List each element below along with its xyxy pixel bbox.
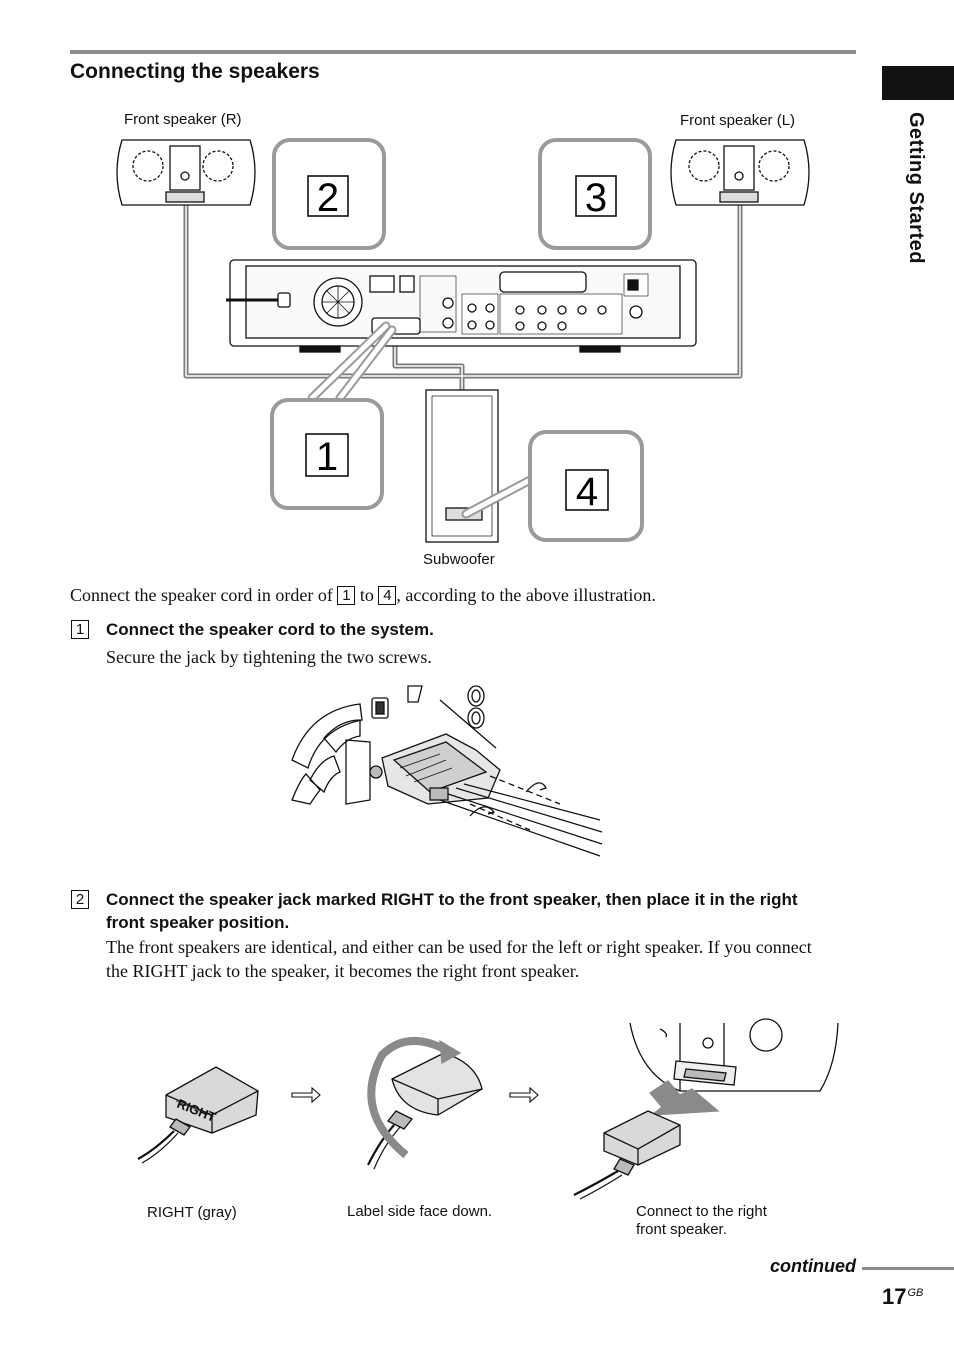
speaker-wiring-diagram: 2 3 1 4 — [116, 138, 810, 543]
main-unit-rear-panel — [226, 259, 697, 353]
jack-orientation-illustration: RIGHT — [137, 1018, 839, 1200]
step-1-number: 1 — [71, 620, 89, 640]
step-2-title-line1: Connect the speaker jack marked RIGHT to… — [106, 890, 798, 909]
front-speaker-right — [116, 139, 256, 206]
callout-3-number: 3 — [585, 176, 607, 220]
step-1-title: Connect the speaker cord to the system. — [106, 620, 434, 639]
step-2-body-line2: the RIGHT jack to the speaker, it become… — [106, 961, 580, 981]
subwoofer-label: Subwoofer — [423, 551, 495, 568]
callout-4-number: 4 — [576, 470, 598, 514]
intro-after: , according to the above illustration. — [396, 585, 656, 605]
caption-connect-line2: front speaker. — [636, 1221, 727, 1238]
jack-flipped — [367, 1036, 483, 1170]
caption-right-gray: RIGHT (gray) — [147, 1204, 237, 1221]
callout-2-number: 2 — [317, 176, 339, 220]
jack-screw-illustration — [291, 685, 603, 857]
intro-step-a: 1 — [337, 586, 356, 605]
step-2-title-line2: front speaker position. — [106, 913, 290, 932]
intro-mid: to — [359, 585, 374, 605]
bottom-rule — [862, 1267, 954, 1270]
side-tab-label: Getting Started — [905, 112, 927, 264]
intro-step-b: 4 — [378, 586, 397, 605]
side-tab-marker — [882, 66, 954, 100]
continued-label: continued — [770, 1256, 856, 1276]
caption-label-side-down: Label side face down. — [347, 1203, 493, 1220]
step-1-body: Secure the jack by tightening the two sc… — [106, 647, 432, 667]
intro-before: Connect the speaker cord in order of — [70, 585, 333, 605]
section-title: Connecting the speakers — [70, 60, 320, 83]
step-2-body-line1: The front speakers are identical, and ei… — [106, 937, 812, 957]
callout-1-number: 1 — [316, 435, 338, 479]
caption-connect-line1: Connect to the right — [636, 1203, 767, 1220]
subwoofer — [425, 389, 499, 543]
page-number: 17GB — [882, 1284, 924, 1309]
intro-text: Connect the speaker cord in order of 1 t… — [70, 583, 656, 607]
jack-insert-into-speaker — [573, 1018, 839, 1200]
top-rule — [70, 50, 856, 54]
right-jack-gray: RIGHT — [137, 1066, 259, 1164]
front-speaker-left-label: Front speaker (L) — [680, 112, 796, 129]
front-speaker-left — [670, 139, 810, 206]
front-speaker-right-label: Front speaker (R) — [124, 111, 242, 128]
step-2-number: 2 — [71, 890, 89, 910]
